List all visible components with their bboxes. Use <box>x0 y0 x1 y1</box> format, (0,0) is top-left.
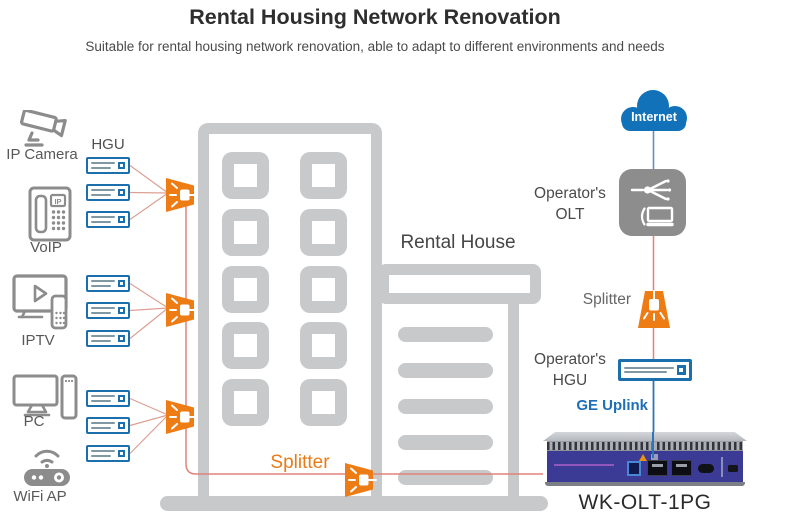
device-base <box>545 482 745 486</box>
olt-icon <box>630 179 674 227</box>
ethernet-port <box>671 460 692 476</box>
hgu-device <box>86 330 130 347</box>
hgu-device <box>86 275 130 292</box>
wk-olt-1pg-device <box>543 432 747 489</box>
operators-hgu-label: Operator's HGU <box>526 350 614 391</box>
internet-label: Internet <box>631 110 678 124</box>
ip-camera-label: IP Camera <box>6 146 78 163</box>
hgu-port <box>117 449 125 458</box>
pc-label: PC <box>23 413 45 430</box>
panel-square-icon <box>651 454 658 461</box>
operator-olt-box <box>619 169 686 236</box>
hgu-port <box>117 161 125 170</box>
annex-floor-bar <box>398 363 493 378</box>
splitter-icon <box>166 178 198 212</box>
wifi-ap-label: WiFi AP <box>13 488 67 505</box>
operators-olt-line2: OLT <box>555 205 585 223</box>
annex-floor-bar <box>398 470 493 485</box>
warning-triangle-icon <box>639 454 647 461</box>
building-window <box>222 152 269 199</box>
hgu-port <box>117 421 125 430</box>
iptv-label: IPTV <box>21 332 55 349</box>
voip-label: VoIP <box>30 239 62 256</box>
header: Rental Housing Network Renovation Suitab… <box>0 0 750 54</box>
page-subtitle: Suitable for rental housing network reno… <box>85 39 665 54</box>
console-port <box>698 464 714 473</box>
hgu-port <box>117 188 125 197</box>
operators-hgu-line2: HGU <box>552 371 588 389</box>
annex-floor-bar <box>398 327 493 342</box>
hgu-port <box>117 334 125 343</box>
splitter-label-building: Splitter <box>270 452 330 473</box>
device-front-panel <box>547 451 743 482</box>
iptv-icon <box>12 274 68 330</box>
wifi-ap-icon <box>24 449 70 486</box>
ip-camera-icon <box>20 110 67 147</box>
pc-icon <box>12 374 78 420</box>
operators-hgu-line1: Operator's <box>534 351 606 368</box>
building-window <box>300 266 347 313</box>
hgu-port <box>117 279 125 288</box>
power-port <box>728 465 738 472</box>
rental-house-label: Rental House <box>400 232 516 253</box>
device-model-label: WK-OLT-1PG <box>578 491 712 514</box>
annex-floor-bar <box>398 435 493 450</box>
ge-uplink-label: GE Uplink <box>576 397 648 414</box>
remote-buttons <box>55 311 66 325</box>
hgu-port <box>117 306 125 315</box>
ground-bar <box>160 496 548 511</box>
hgu-fan-lines <box>129 165 169 454</box>
device-vent-grille <box>547 441 743 451</box>
hgu-device <box>86 445 130 462</box>
hgu-port <box>117 215 125 224</box>
internet-cloud-icon: Internet <box>621 90 687 131</box>
annex-floor-bar <box>398 399 493 414</box>
building-window <box>222 266 269 313</box>
building-window <box>300 152 347 199</box>
panel-divider <box>721 457 723 477</box>
hgu-port <box>117 394 125 403</box>
splitter-icon <box>166 293 198 327</box>
operators-olt-line1: Operator's <box>534 185 606 202</box>
sfp-port <box>627 461 641 476</box>
hgu-port <box>676 365 686 375</box>
splitter-icon <box>166 400 198 434</box>
device-chassis-top <box>543 432 747 441</box>
page-title: Rental Housing Network Renovation <box>189 5 561 29</box>
building-window <box>300 322 347 369</box>
ethernet-port <box>647 460 668 476</box>
operators-hgu-device <box>618 359 692 381</box>
voip-keypad-dots <box>51 210 66 231</box>
operators-olt-label: Operator's OLT <box>526 184 614 225</box>
hgu-device <box>86 157 130 174</box>
hgu-device <box>86 211 130 228</box>
hgu-device <box>86 390 130 407</box>
building-window <box>300 379 347 426</box>
building-window <box>222 322 269 369</box>
building-window <box>300 209 347 256</box>
voip-screen-text: IP <box>54 197 61 206</box>
splitter-label-operator: Splitter <box>582 291 631 308</box>
hgu-device <box>86 184 130 201</box>
uplink-cable-segment <box>652 432 655 458</box>
splitter-icon <box>345 463 377 497</box>
building-window <box>222 379 269 426</box>
hgu-device <box>86 302 130 319</box>
hgu-device <box>86 417 130 434</box>
hgu-label: HGU <box>91 136 125 153</box>
annex-right-wall <box>508 295 519 502</box>
building-window <box>222 209 269 256</box>
voip-phone-icon: IP <box>28 186 72 242</box>
device-print <box>554 464 614 466</box>
splitter-icon <box>638 290 670 328</box>
